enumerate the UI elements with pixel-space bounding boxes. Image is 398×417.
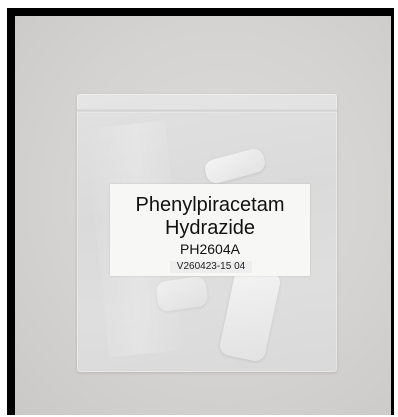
batch-number: V260423-15 04: [170, 261, 252, 273]
product-name-line2: Hydrazide: [164, 217, 256, 239]
product-label: Phenylpiracetam Hydrazide PH2604A V26042…: [110, 184, 310, 276]
powder-clump: [155, 275, 209, 313]
powder-clump: [202, 146, 268, 186]
powder-clump: [218, 265, 282, 363]
product-photo: Phenylpiracetam Hydrazide PH2604A V26042…: [15, 16, 391, 415]
product-code: PH2604A: [180, 241, 240, 257]
bag-lip: [77, 94, 337, 109]
product-name-line1: Phenylpiracetam: [135, 194, 285, 216]
zip-seal: [77, 108, 337, 113]
image-frame: Phenylpiracetam Hydrazide PH2604A V26042…: [7, 8, 394, 415]
